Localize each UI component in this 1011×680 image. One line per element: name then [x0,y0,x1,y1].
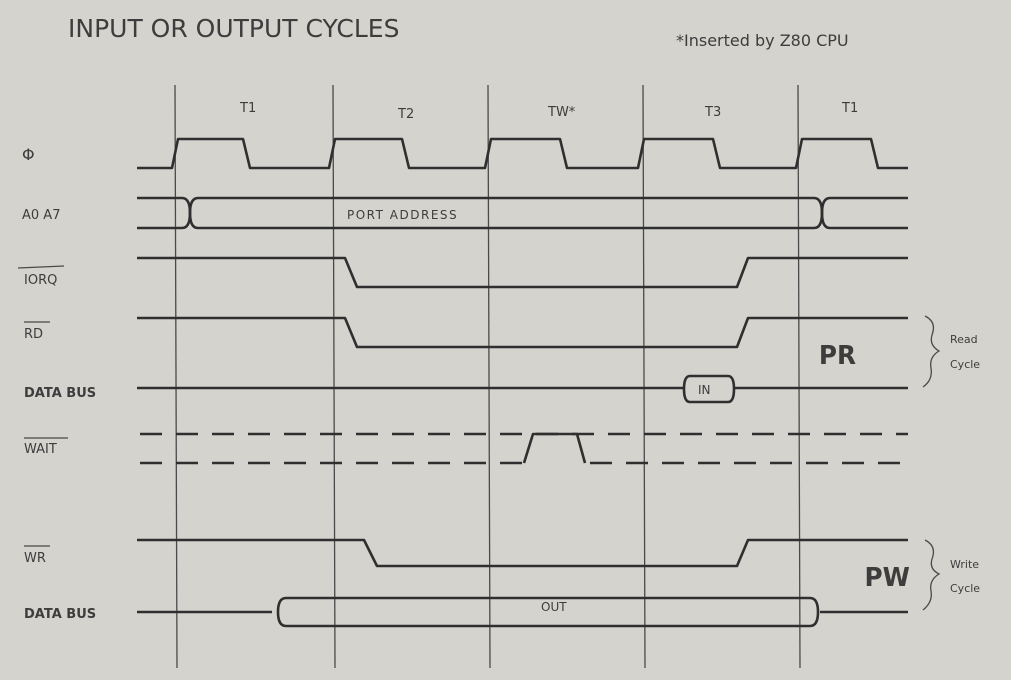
data-bus-read-label: DATA BUS [24,386,96,401]
read-label: Read [950,333,978,346]
wr-label: WR [24,551,46,566]
data-bus-read-waveform: IN [137,374,908,404]
data-bus-write-label: DATA BUS [24,607,96,622]
read-cycle-group: PR Read Cycle [819,315,980,388]
rd-label: RD [24,327,43,342]
address-label: A0 A7 [22,208,60,223]
read-label: Cycle [950,358,980,371]
state-label: T1 [841,101,858,116]
clock-waveform [137,137,908,170]
port-address-label: PORT ADDRESS [347,208,458,222]
state-label: T3 [704,105,721,120]
clock-label: Φ [22,145,35,164]
state-boundaries [174,84,801,669]
overbar [17,265,65,269]
pw-tag: PW [865,561,910,592]
wr-waveform [137,538,908,568]
write-label: Write [950,558,979,571]
address-bus-waveform: PORT ADDRESS [137,196,908,230]
brace-icon [922,315,941,388]
wait-waveform [140,432,908,465]
in-label: IN [698,383,711,397]
state-label: T2 [397,107,414,122]
wait-label: WAIT [24,442,57,457]
state-boundary-line [487,84,491,669]
iorq-waveform [137,256,908,289]
iorq-label: IORQ [24,273,57,288]
rd-waveform [137,316,908,349]
state-labels: T1 T2 TW* T3 T1 [239,101,858,122]
state-boundary-line [332,84,336,669]
signal-labels: Φ A0 A7 IORQ RD DATA BUS WAIT WR DATA BU… [17,145,96,622]
state-boundary-line [174,84,178,669]
state-boundary-line [642,84,646,669]
brace-icon [922,539,941,611]
write-label: Cycle [950,582,980,595]
data-bus-write-waveform: OUT [137,596,908,628]
write-cycle-group: PW Write Cycle [865,539,980,611]
pr-tag: PR [819,339,857,370]
state-boundary-line [797,84,801,669]
footnote: *Inserted by Z80 CPU [676,31,849,50]
out-label: OUT [541,600,567,614]
diagram-title: INPUT OR OUTPUT CYCLES [68,14,399,43]
state-label: TW* [547,105,576,120]
state-label: T1 [239,101,256,116]
